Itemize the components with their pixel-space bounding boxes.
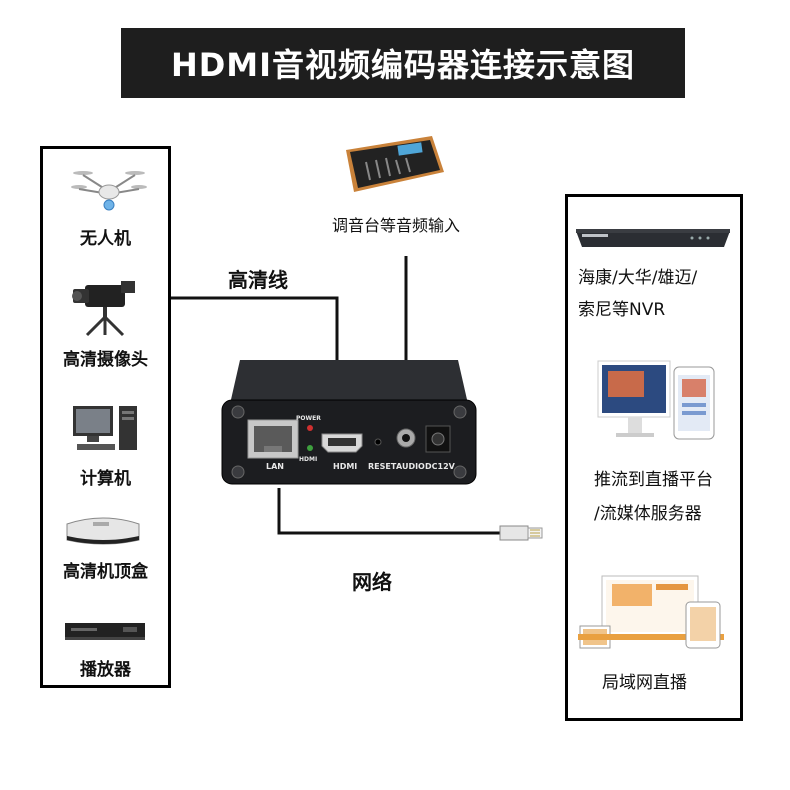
reset-hole <box>375 439 381 445</box>
port-label-dc: DC12V <box>425 462 455 471</box>
network-cable-line <box>279 488 500 533</box>
rj45-plug <box>500 526 528 540</box>
port-label-hdmi: HDMI <box>333 462 357 471</box>
port-label-audio: AUDIO <box>396 462 425 471</box>
port-label-hdmi-led: HDMI <box>299 456 317 463</box>
port-label-lan: LAN <box>266 462 284 471</box>
power-led <box>307 425 313 431</box>
network-label: 网络 <box>352 566 392 595</box>
port-label-power: POWER <box>296 415 321 422</box>
port-label-reset: RESET <box>368 462 396 471</box>
hdmi-led <box>307 445 313 451</box>
